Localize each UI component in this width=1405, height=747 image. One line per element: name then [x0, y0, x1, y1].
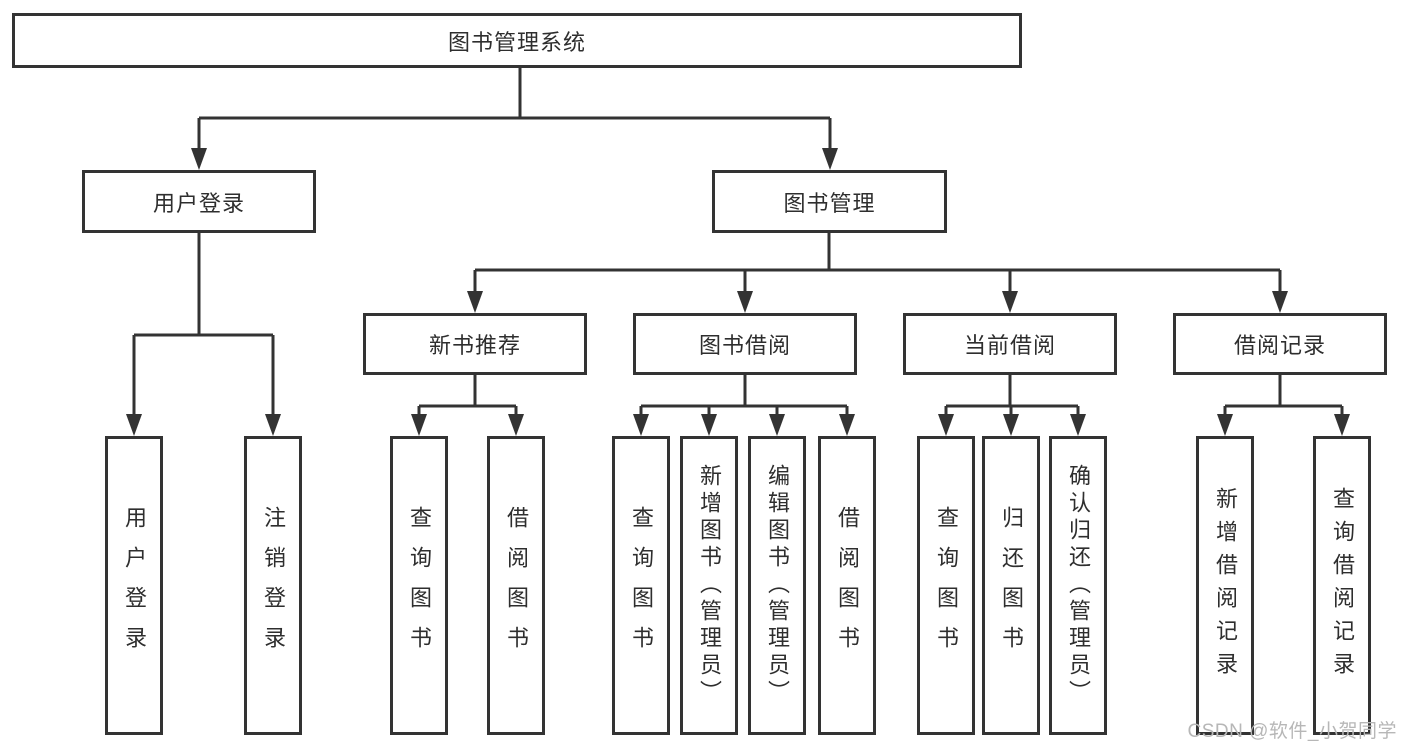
leaf-logout-label: 注销登录: [261, 505, 286, 666]
leaf-cb-confirm-return-admin-label: 确认归还（管理员）: [1066, 464, 1091, 707]
node-root-label: 图书管理系统: [447, 29, 586, 55]
leaf-user-login-label: 用户登录: [122, 505, 147, 666]
leaf-bb-add-books-admin: 新增图书（管理员）: [680, 436, 738, 735]
node-borrowing-records: 借阅记录: [1173, 313, 1387, 375]
node-current-borrowing-label: 当前借阅: [963, 333, 1056, 358]
connector-paths: [132, 68, 1344, 416]
leaf-bb-edit-books-admin-label: 编辑图书（管理员）: [765, 464, 790, 707]
node-book-management-label: 图书管理: [783, 190, 876, 216]
leaf-br-query-record-label: 查询借阅记录: [1330, 486, 1355, 685]
leaf-cb-return-books: 归还图书: [982, 436, 1040, 735]
leaf-logout: 注销登录: [244, 436, 302, 735]
node-user-login-label: 用户登录: [152, 190, 245, 216]
leaf-bb-borrow-books: 借阅图书: [818, 436, 876, 735]
leaf-cb-confirm-return-admin: 确认归还（管理员）: [1049, 436, 1107, 735]
leaf-bb-add-books-admin-label: 新增图书（管理员）: [697, 464, 722, 707]
node-book-borrowing-label: 图书借阅: [698, 333, 791, 358]
leaf-br-query-record: 查询借阅记录: [1313, 436, 1371, 735]
leaf-bb-query-books: 查询图书: [612, 436, 670, 735]
leaf-user-login: 用户登录: [105, 436, 163, 735]
leaf-br-add-record: 新增借阅记录: [1196, 436, 1254, 735]
leaf-nbr-borrow-books: 借阅图书: [487, 436, 545, 735]
leaf-bb-borrow-books-label: 借阅图书: [835, 505, 860, 666]
leaf-bb-query-books-label: 查询图书: [629, 505, 654, 666]
leaf-cb-return-books-label: 归还图书: [999, 505, 1024, 666]
node-book-management: 图书管理: [712, 170, 947, 233]
leaf-nbr-query-books-label: 查询图书: [407, 505, 432, 666]
node-borrowing-records-label: 借阅记录: [1233, 333, 1326, 358]
node-user-login: 用户登录: [82, 170, 316, 233]
leaf-nbr-query-books: 查询图书: [390, 436, 448, 735]
node-root: 图书管理系统: [12, 13, 1022, 68]
csdn-watermark: CSDN @软件_小贺同学: [1187, 721, 1397, 742]
node-new-book-recommend: 新书推荐: [363, 313, 587, 375]
node-current-borrowing: 当前借阅: [903, 313, 1117, 375]
node-new-book-recommend-label: 新书推荐: [428, 333, 521, 358]
leaf-cb-query-books: 查询图书: [917, 436, 975, 735]
leaf-bb-edit-books-admin: 编辑图书（管理员）: [748, 436, 806, 735]
node-book-borrowing: 图书借阅: [633, 313, 857, 375]
arrowheads: [126, 148, 1350, 436]
leaf-cb-query-books-label: 查询图书: [934, 505, 959, 666]
leaf-nbr-borrow-books-label: 借阅图书: [504, 505, 529, 666]
leaf-br-add-record-label: 新增借阅记录: [1213, 486, 1238, 685]
